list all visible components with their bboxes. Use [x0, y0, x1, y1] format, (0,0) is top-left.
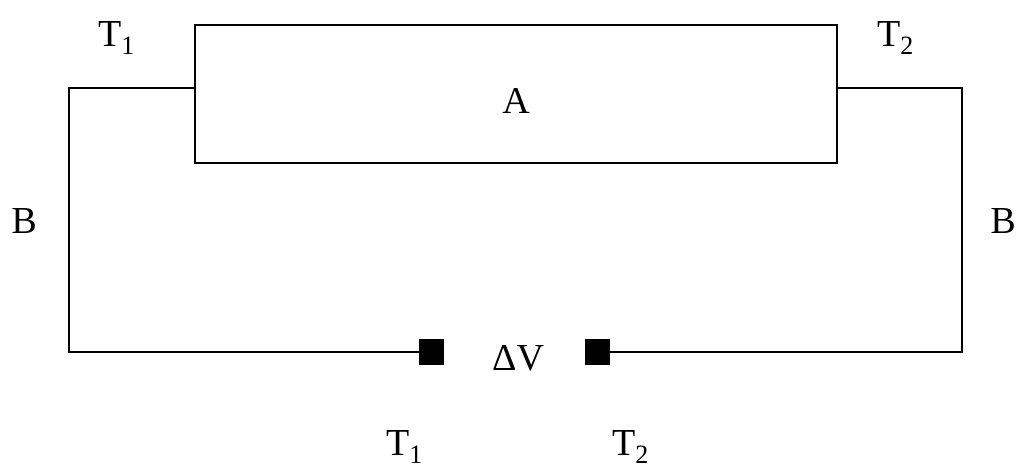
material-b-left-label: B — [11, 200, 36, 242]
terminal-right-sub: 2 — [635, 440, 648, 469]
wire-b-right — [597, 87, 963, 353]
junction-left-label: T1 — [98, 13, 134, 60]
terminal-right-label: T2 — [612, 422, 648, 469]
wire-b-left — [68, 87, 432, 353]
material-a-bar — [194, 24, 838, 164]
material-a-label: A — [502, 80, 530, 122]
terminal-right-square — [585, 339, 610, 365]
terminal-left-label: T1 — [386, 422, 422, 469]
terminal-left-sub: 1 — [409, 440, 422, 469]
junction-right-sub: 2 — [900, 31, 913, 60]
terminal-left-base: T — [386, 422, 409, 464]
junction-right-base: T — [877, 13, 900, 55]
terminal-left-square — [419, 339, 444, 365]
junction-left-sub: 1 — [121, 31, 134, 60]
terminal-right-base: T — [612, 422, 635, 464]
junction-left-base: T — [98, 13, 121, 55]
voltage-label: ΔV — [492, 337, 544, 379]
material-b-right-label: B — [990, 200, 1015, 242]
junction-right-label: T2 — [877, 13, 913, 60]
